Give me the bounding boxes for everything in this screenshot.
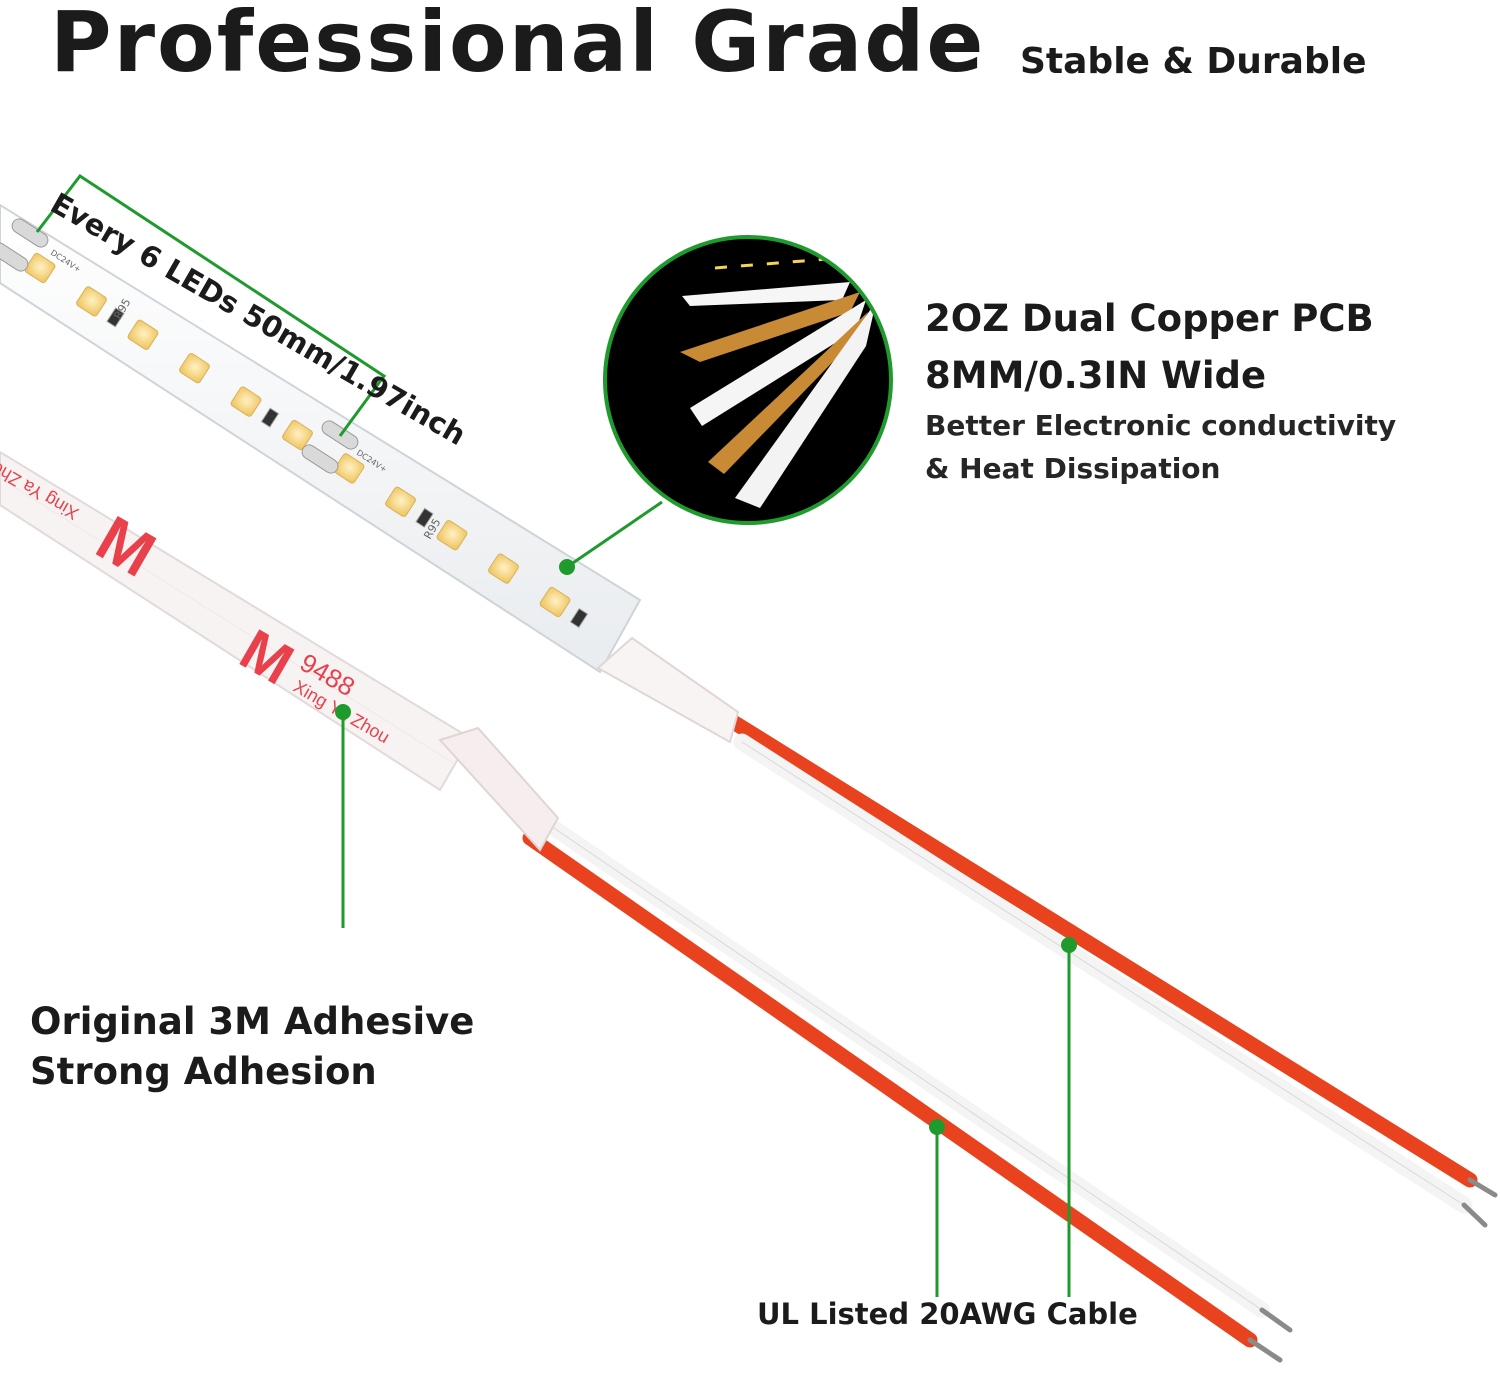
adhesive-feature: Original 3M Adhesive Strong Adhesion	[30, 997, 474, 1097]
cut-pad	[301, 444, 339, 474]
led-chip	[179, 353, 210, 384]
resistor	[260, 407, 280, 428]
page-subtitle: Stable & Durable	[1020, 41, 1367, 82]
adhesive-callout	[335, 704, 351, 928]
pcb-magnifier	[559, 235, 893, 575]
led-chip	[385, 486, 416, 517]
adhesive-feature-detail: Strong Adhesion	[30, 1050, 377, 1093]
led-chip	[230, 386, 262, 417]
pcb-detail-1: Better Electronic conductivity	[925, 409, 1397, 442]
upper-heat-shrink	[596, 636, 740, 744]
adhesive-feature-title: Original 3M Adhesive	[30, 1000, 475, 1043]
upper-cable-pair	[722, 712, 1498, 1228]
spacing-bracket	[35, 173, 387, 437]
lower-heat-shrink	[438, 726, 560, 852]
led-chip	[24, 252, 56, 284]
pcb-width: 8MM/0.3IN Wide	[925, 354, 1267, 397]
pcb-detail-2: & Heat Dissipation	[925, 452, 1221, 485]
pcb-feature: 2OZ Dual Copper PCB 8MM/0.3IN Wide Bette…	[925, 290, 1396, 490]
pcb-feature-title: 2OZ Dual Copper PCB	[925, 297, 1374, 340]
led-chip	[333, 453, 365, 484]
led-chips	[24, 252, 589, 629]
cable-feature-label: UL Listed 20AWG Cable	[757, 1297, 1138, 1331]
led-chip	[76, 286, 107, 317]
resistor	[415, 507, 434, 528]
page-title: Professional Grade	[50, 0, 986, 91]
led-strip: R95 R95 DC24V+ DC24V+	[0, 203, 642, 674]
led-chip	[436, 520, 468, 551]
led-chip	[282, 419, 313, 451]
cut-pad	[0, 242, 29, 272]
cut-pad	[11, 218, 49, 248]
led-chip	[488, 553, 519, 584]
resistor	[106, 307, 125, 328]
led-chip	[539, 586, 571, 618]
led-chip	[127, 319, 159, 350]
resistor	[569, 607, 589, 629]
cable-callout	[929, 937, 1077, 1297]
lower-cable-pair	[522, 816, 1293, 1363]
